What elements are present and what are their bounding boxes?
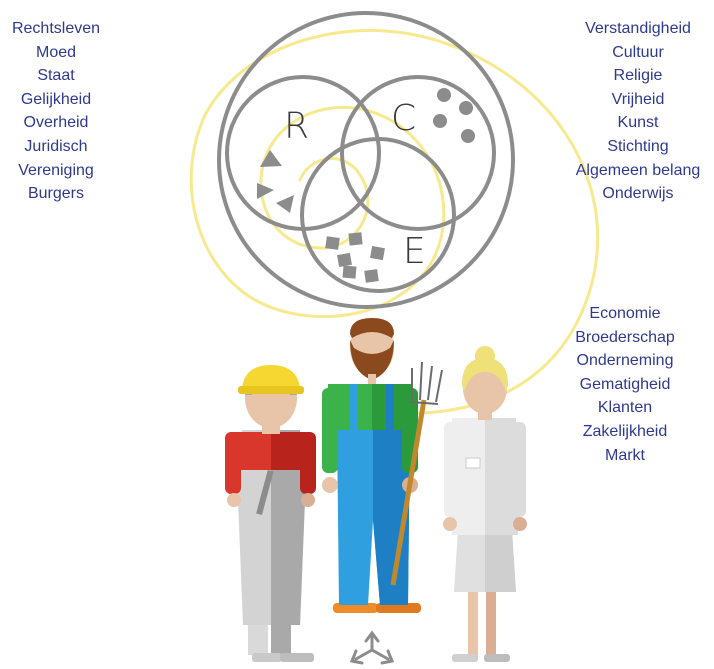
c-circle [340,75,496,231]
word-item: Markt [605,446,645,464]
square-shapes [325,232,385,283]
farmer-figure [322,318,443,613]
word-item: Moed [35,43,77,61]
triangle-shape [260,150,282,167]
word-item: Juridisch [24,137,88,155]
word-item: Zakelijkheid [582,422,668,440]
triangle-shapes [257,150,294,213]
worker-figure [225,365,316,662]
word-item: Economie [589,305,661,322]
word-item: Gelijkheid [20,90,92,108]
square-shape [325,236,340,250]
dot-shape [437,88,451,102]
dot-shape [461,129,475,143]
spiral [189,28,600,415]
c-label: C [391,98,416,139]
tri-arrow-icon [349,630,395,665]
word-item: Staat [37,67,75,85]
dot-shape [459,101,473,115]
word-item: Vereniging [18,161,94,179]
outer-circle [217,11,515,309]
word-item: Onderwijs [602,185,674,203]
square-shape [370,246,385,261]
word-item: Klanten [597,399,653,417]
square-shape [342,265,357,279]
word-item: Broederschap [575,328,675,346]
word-item: Rechtsleven [11,20,101,37]
word-item: Verstandigheid [585,20,691,37]
word-item: Cultuur [612,43,664,61]
triangle-shape [257,183,274,199]
businesswoman-figure [443,346,527,662]
e-label: E [403,231,426,272]
r-label: R [284,106,309,147]
word-item: Religie [613,67,663,85]
word-item: Stichting [607,137,669,155]
triangle-shape [276,195,294,213]
word-item: Kunst [617,114,659,132]
square-shape [348,232,363,246]
word-item: Onderneming [576,352,674,370]
dot-shape [433,114,447,128]
word-item: Gematigheid [579,375,671,393]
word-item: Algemeen belang [575,161,701,179]
e-circle [300,137,456,293]
square-shape [337,252,352,267]
square-shape [364,269,379,283]
word-item: Overheid [23,114,89,132]
dot-shapes [433,88,475,143]
word-item: Vrijheid [611,90,665,108]
word-item: Burgers [27,185,85,203]
